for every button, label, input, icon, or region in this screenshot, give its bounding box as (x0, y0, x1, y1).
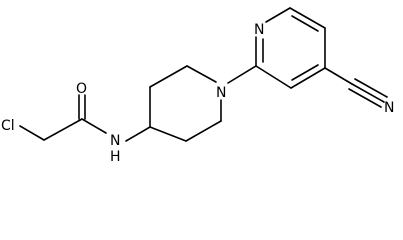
atom-amide-h: H (110, 149, 121, 164)
bond-c4-cn (324, 67, 353, 85)
bond-pip-c3-c2 (149, 65, 188, 88)
atom-cl: Cl (1, 118, 15, 134)
bond-cn-triple-2 (354, 78, 388, 98)
bond-n1-pyr-c2 (227, 65, 257, 84)
atom-nitrile-n: N (384, 100, 394, 116)
bond-ch2-carbonyl (43, 118, 83, 141)
bond-pyr-n1-c6 (265, 7, 291, 23)
atom-labels: Cl O N H N N N (1, 22, 394, 164)
atom-amide-n: N (110, 133, 120, 149)
bond-pyr-c4-c3-inner (291, 64, 319, 81)
bond-pip-c5-c4 (149, 126, 187, 142)
bond-pyr-c4-c3 (290, 67, 326, 89)
bond-pyr-c6-c5-inner (291, 15, 319, 32)
atom-oxygen: O (76, 81, 87, 97)
bond-cn-triple-1 (351, 83, 385, 103)
bond-pyr-c6-c5 (289, 7, 326, 29)
bond-cl-ch2 (19, 125, 45, 141)
bond-pip-c2-n1 (186, 65, 217, 83)
bond-carbonyl-nh (81, 118, 107, 134)
bond-nh-c4 (125, 126, 151, 142)
atom-piperidine-n: N (216, 85, 226, 101)
bonds (19, 7, 388, 142)
bond-pyr-c3-c2 (255, 65, 292, 89)
bond-cn-triple-3 (348, 88, 382, 108)
atom-pyridine-n: N (254, 22, 264, 38)
bond-pip-c6-c5 (185, 120, 222, 142)
molecule-structure: Cl O N H N N N (1, 7, 394, 164)
